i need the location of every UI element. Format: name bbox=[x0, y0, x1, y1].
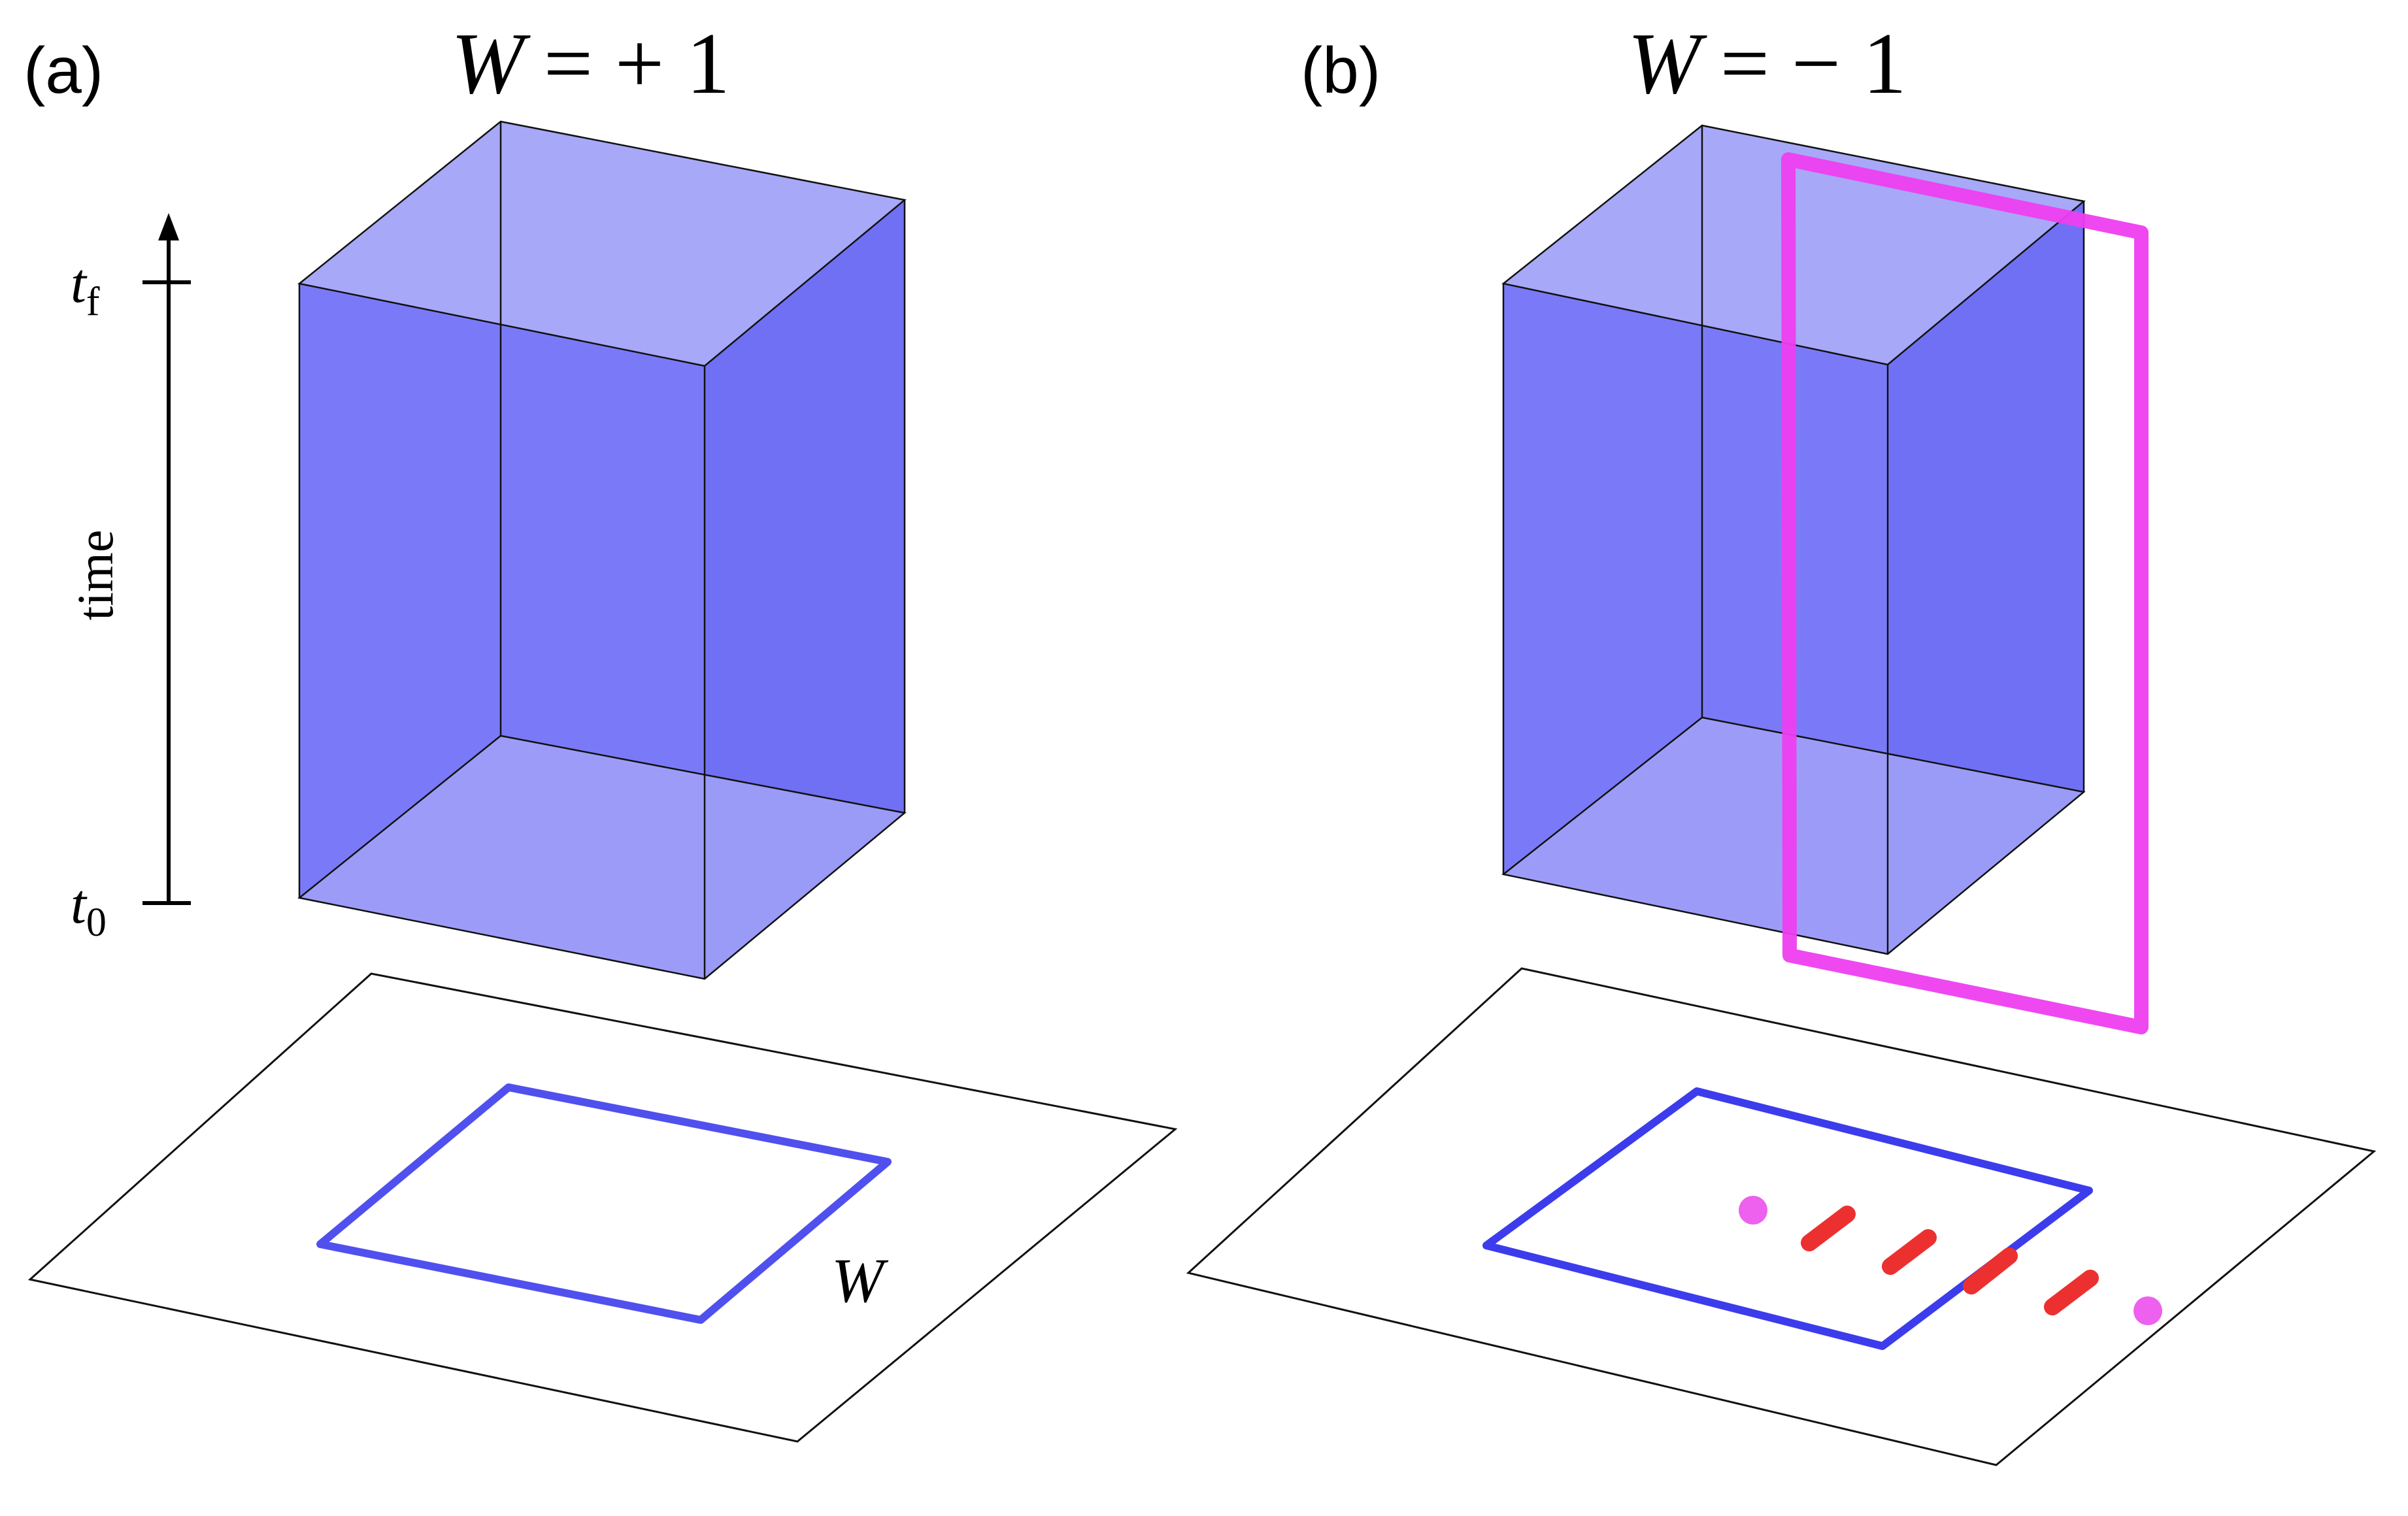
red-segments bbox=[1801, 1206, 2099, 1315]
time-axis: tf t0 time bbox=[67, 213, 191, 945]
cuboid-a-top-face bbox=[299, 122, 905, 366]
plane-b bbox=[1186, 967, 2377, 1466]
wilson-loop-a bbox=[316, 1083, 892, 1324]
red-segment-2 bbox=[1882, 1229, 1937, 1275]
panel-b: (b) W= − 1 bbox=[1186, 15, 2377, 1466]
cuboid-a-bottom-face bbox=[299, 736, 905, 979]
cuboid-a bbox=[297, 120, 907, 980]
panel-b-title: W= − 1 bbox=[1628, 15, 1907, 112]
wilson-loop-b bbox=[1482, 1087, 2093, 1350]
red-segment-3 bbox=[1963, 1247, 2018, 1294]
panel-a-label: (a) bbox=[24, 34, 103, 107]
red-segment-1 bbox=[1801, 1206, 1856, 1251]
tick-t0-label: t0 bbox=[71, 872, 107, 945]
endpoint-dot-left bbox=[1739, 1196, 1767, 1225]
time-axis-arrowhead bbox=[158, 213, 179, 240]
endpoint-dot-right bbox=[2133, 1296, 2162, 1325]
panel-b-title-lhs: W bbox=[1628, 15, 1707, 112]
time-axis-label: time bbox=[67, 530, 124, 621]
plane-a bbox=[27, 972, 1178, 1443]
panel-a-title-lhs: W bbox=[451, 15, 531, 112]
panel-a-title-rhs: = + 1 bbox=[544, 15, 730, 112]
panel-b-title-rhs: = − 1 bbox=[1720, 15, 1907, 112]
panel-a-loop-label: W bbox=[831, 1245, 889, 1315]
red-segment-4 bbox=[2044, 1270, 2099, 1315]
tick-tf-label: tf bbox=[71, 252, 100, 324]
panel-b-label: (b) bbox=[1301, 34, 1380, 107]
magenta-membrane-frame bbox=[1781, 152, 2149, 1034]
panel-a: (a) W= + 1 tf t0 time bbox=[24, 15, 1178, 1443]
panel-a-title: W= + 1 bbox=[451, 15, 730, 112]
